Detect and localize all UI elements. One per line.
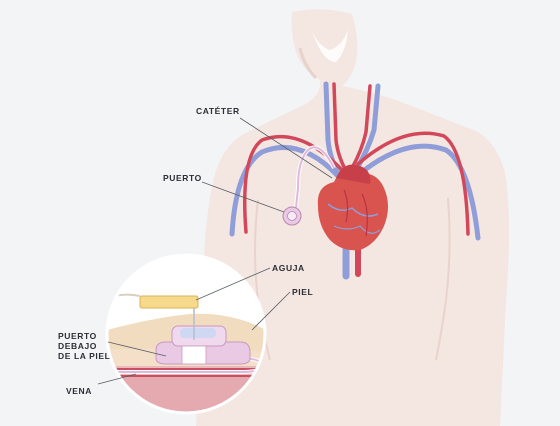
label-needle: AGUJA xyxy=(272,263,305,273)
heart xyxy=(317,164,388,251)
label-vein: VENA xyxy=(66,386,93,396)
label-skin: PIEL xyxy=(292,287,314,297)
label-catheter: CATÉTER xyxy=(196,106,240,116)
label-port-under-skin-line-1: PUERTO xyxy=(58,331,97,341)
leader-lines xyxy=(97,117,333,385)
label-port-under-skin: PUERTO DEBAJO DE LA PIEL xyxy=(58,331,118,361)
label-port: PUERTO xyxy=(163,173,202,183)
inset-magnifier xyxy=(105,253,267,415)
label-port-under-skin-line-3: DE LA PIEL xyxy=(58,351,111,361)
implanted-port xyxy=(282,206,302,226)
catheter-tube xyxy=(294,145,336,209)
label-port-under-skin-line-2: DEBAJO xyxy=(58,341,98,351)
